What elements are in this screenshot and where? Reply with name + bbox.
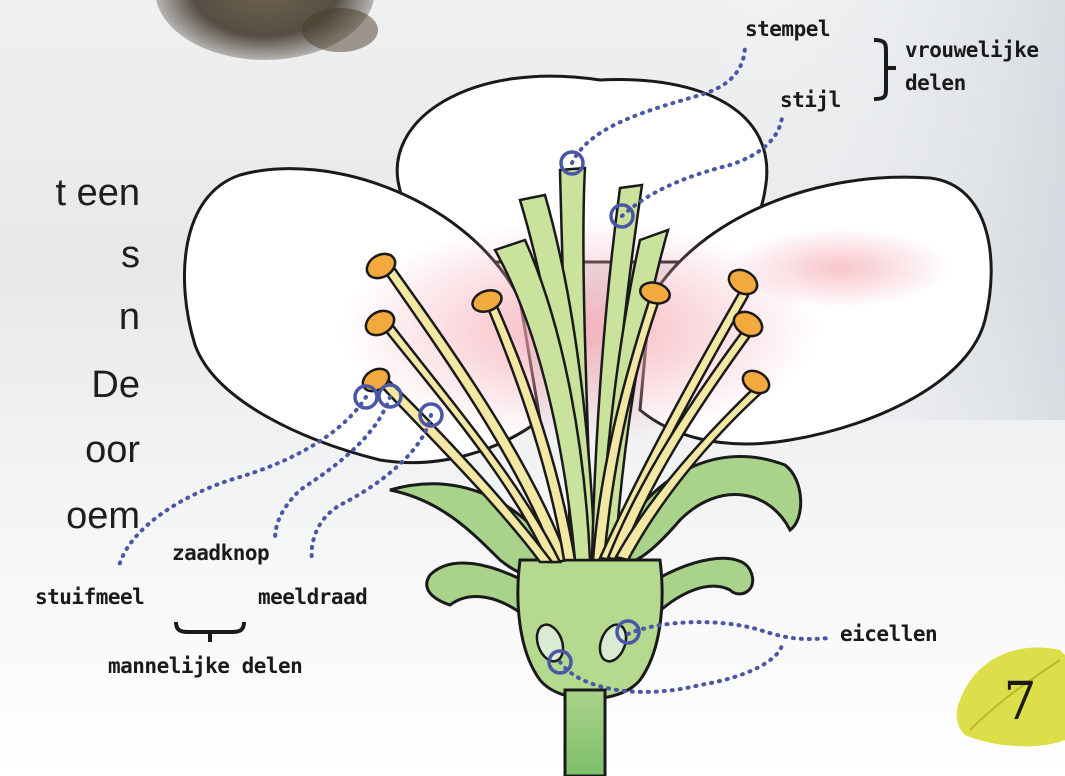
label-vrouwelijke: vrouwelijke [905, 38, 1039, 62]
label-eicellen: eicellen [840, 622, 937, 646]
label-mannelijke-delen: mannelijke delen [108, 654, 302, 678]
stem [565, 690, 605, 776]
bracket-mannelijke [176, 622, 244, 642]
label-stuifmeel: stuifmeel [35, 585, 144, 609]
body-text-line: De [0, 354, 140, 416]
body-text-line: s [0, 224, 140, 286]
label-meeldraad: meeldraad [258, 585, 367, 609]
page-number: 7 [990, 672, 1050, 732]
body-text-line: t een [0, 162, 140, 224]
bee-blur-icon [155, 0, 378, 60]
label-stijl: stijl [780, 88, 841, 112]
label-vrouwelijke-delen: delen [905, 71, 966, 95]
body-text-line: oor [0, 419, 140, 481]
body-text-line: n [0, 286, 140, 348]
label-zaadknop: zaadknop [172, 541, 269, 565]
body-text-line: oem [0, 485, 140, 547]
pink-glow-right [730, 228, 950, 308]
label-stempel: stempel [745, 17, 830, 41]
